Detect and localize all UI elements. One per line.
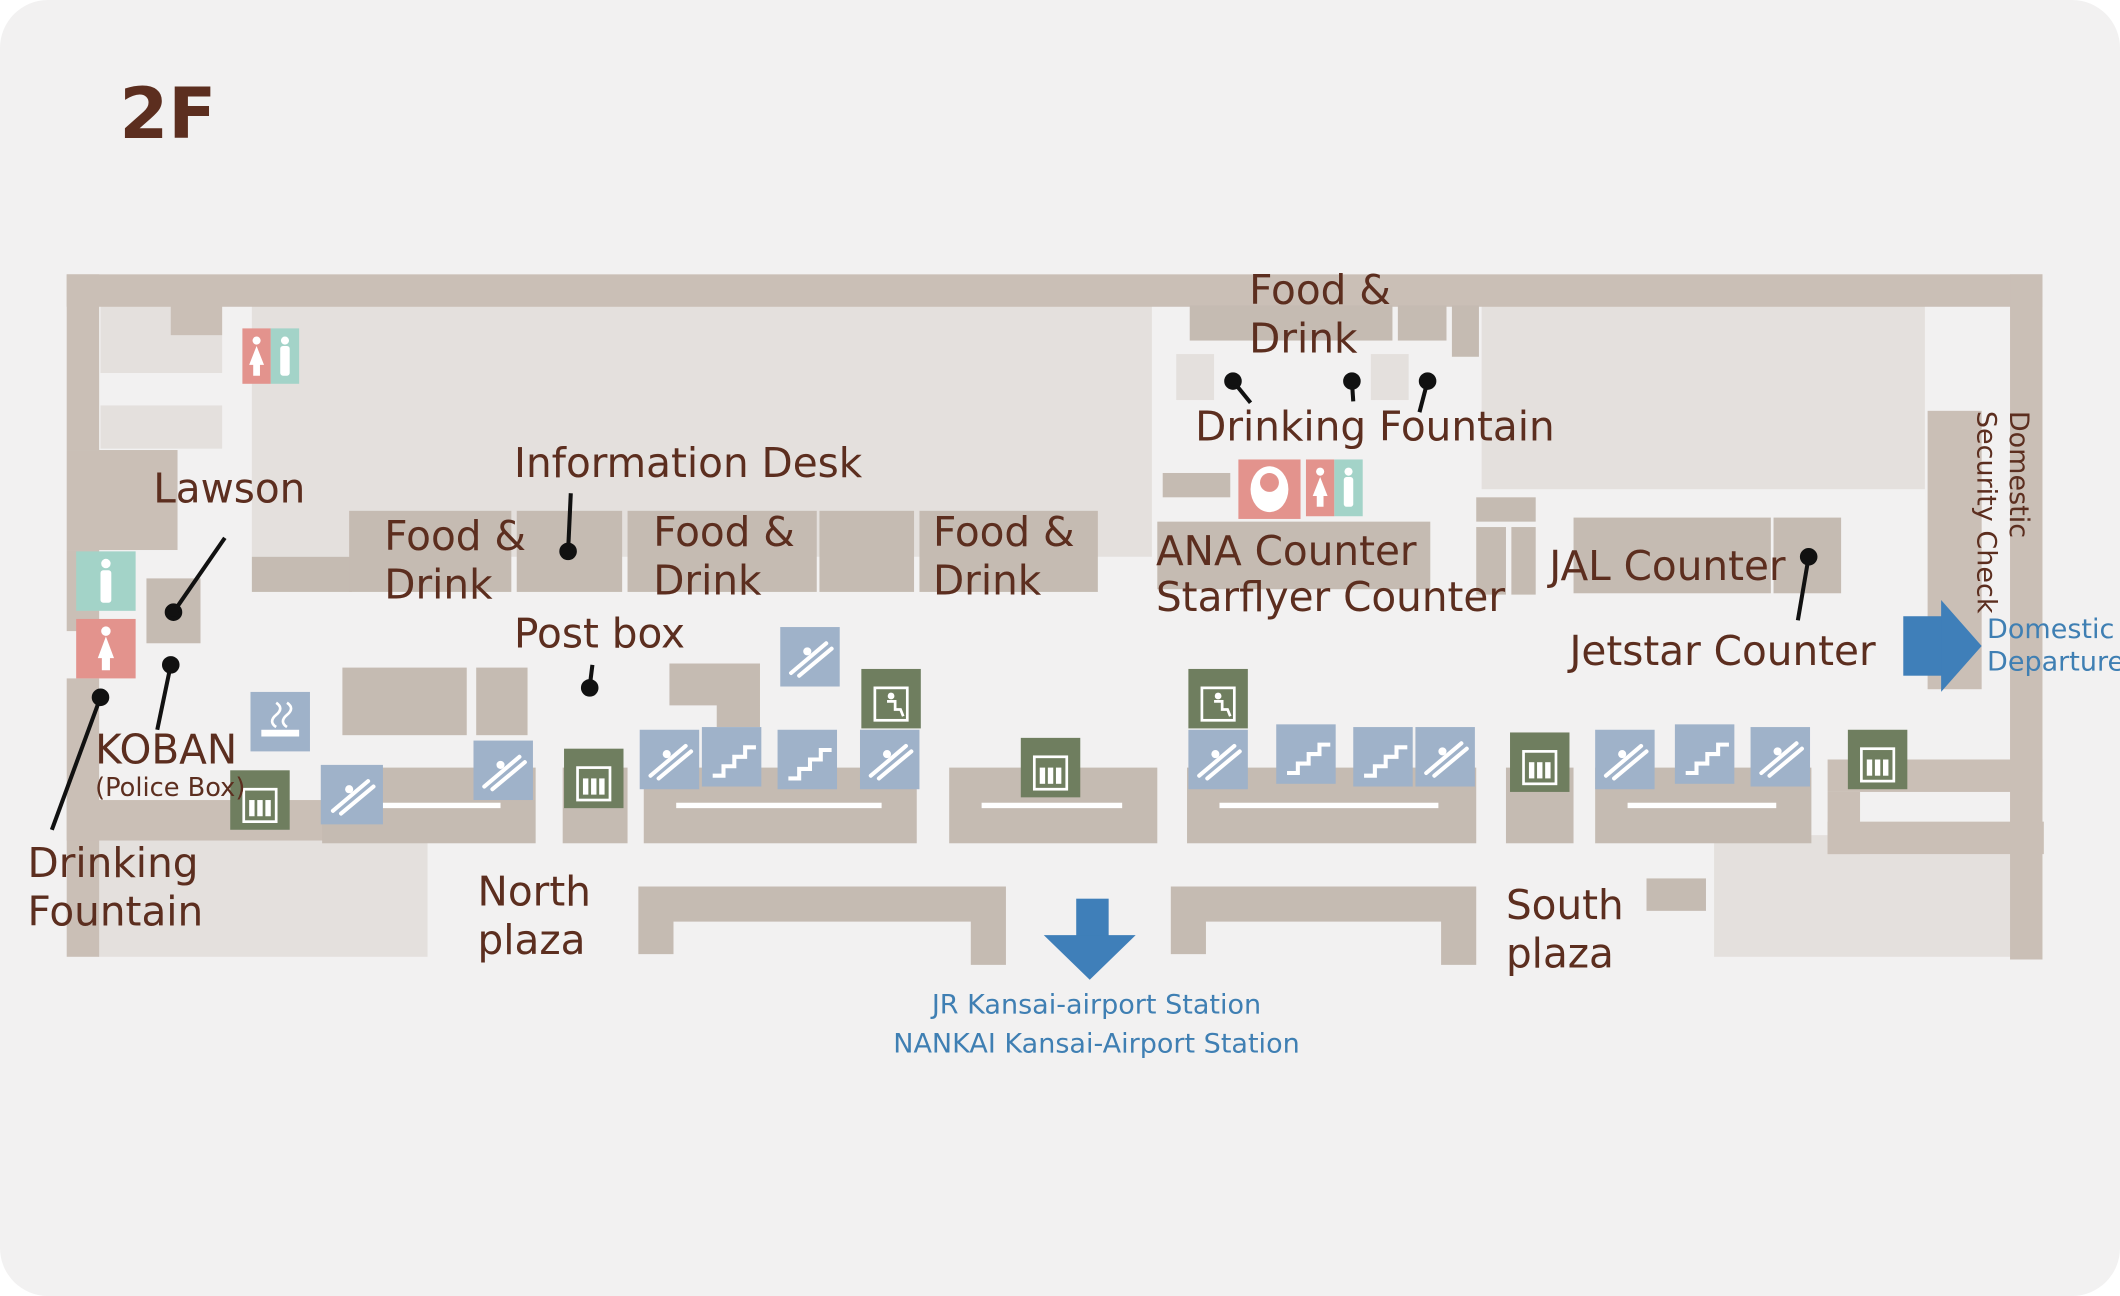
drinking-fountain-left-label[interactable]: Drinking Fountain bbox=[28, 839, 212, 936]
nankai-station-label[interactable]: NANKAI Kansai-Airport Station bbox=[893, 1029, 1300, 1060]
toilet-center bbox=[1238, 459, 1363, 519]
smoking-area-icon bbox=[250, 691, 310, 752]
domestic-departure-line1: Domestic bbox=[1987, 614, 2114, 645]
food-drink-top-line1: Food & bbox=[1249, 266, 1391, 314]
drinking-fountain-left-line1: Drinking bbox=[28, 839, 199, 887]
elevator-icon bbox=[230, 770, 290, 830]
north-plaza-line1: North bbox=[478, 867, 591, 915]
food-drink-1-label[interactable]: Food & Drink bbox=[384, 512, 539, 609]
starflyer-counter-label[interactable]: Starflyer Counter bbox=[1156, 573, 1505, 621]
koban-label[interactable]: KOBAN bbox=[95, 726, 237, 774]
north-plaza-label[interactable]: North plaza bbox=[478, 867, 604, 964]
stairs-glyphs bbox=[712, 742, 1729, 781]
food-drink-2-line1: Food & bbox=[653, 508, 795, 556]
elevator-people bbox=[249, 692, 1889, 817]
food-drink-1-line1: Food & bbox=[384, 512, 526, 560]
stairs-icon bbox=[1353, 727, 1413, 787]
light-areas bbox=[97, 305, 2012, 957]
domestic-departure-label[interactable]: Domestic Departure bbox=[1987, 614, 2120, 677]
information-desk-label[interactable]: Information Desk bbox=[514, 439, 863, 487]
elevator-glyphs bbox=[242, 686, 1896, 824]
lawson-label[interactable]: Lawson bbox=[153, 465, 305, 513]
jr-station-label[interactable]: JR Kansai-airport Station bbox=[930, 990, 1261, 1021]
food-drink-3-line2: Drink bbox=[933, 557, 1042, 605]
post-box-label[interactable]: Post box bbox=[514, 609, 685, 657]
domestic-departure-arrow[interactable] bbox=[1903, 600, 1982, 692]
escalator-glyphs bbox=[330, 641, 1804, 816]
security-check-label[interactable]: Domestic Security Check bbox=[1971, 411, 2034, 614]
north-plaza-line2: plaza bbox=[478, 916, 586, 964]
food-drink-3-line1: Food & bbox=[933, 508, 1075, 556]
pointer-markers bbox=[49, 372, 1818, 831]
security-check-line2: Security Check bbox=[1971, 411, 2002, 614]
food-drink-top-line2: Drink bbox=[1249, 315, 1358, 363]
blue-labels: Domestic Departure JR Kansai-airport Sta… bbox=[893, 614, 2120, 1060]
stairs-icon bbox=[701, 727, 762, 787]
stairs-icon bbox=[1674, 724, 1735, 784]
south-plaza-label[interactable]: South plaza bbox=[1506, 881, 1637, 978]
south-plaza-line2: plaza bbox=[1506, 930, 1614, 978]
ana-counter-label[interactable]: ANA Counter bbox=[1156, 527, 1417, 575]
floor-title: 2F bbox=[119, 73, 216, 155]
jr-station-arrow bbox=[1043, 898, 1136, 980]
south-plaza-line1: South bbox=[1506, 881, 1624, 929]
shop-blocks bbox=[146, 305, 1842, 911]
drinking-fountain-top-label[interactable]: Drinking Fountain bbox=[1195, 403, 1555, 451]
jetstar-counter-label[interactable]: Jetstar Counter bbox=[1566, 627, 1875, 675]
escalator-person-dots bbox=[345, 647, 1782, 794]
stairs-icons bbox=[701, 724, 1735, 790]
food-drink-1-line2: Drink bbox=[384, 561, 493, 609]
food-drink-2-label[interactable]: Food & Drink bbox=[653, 508, 808, 605]
stairs-icon bbox=[777, 729, 838, 790]
drinking-fountain-left-line2: Fountain bbox=[28, 888, 204, 936]
toilet-top-left bbox=[242, 328, 300, 384]
toilet-left bbox=[76, 551, 136, 679]
koban-sub-label: (Police Box) bbox=[95, 773, 245, 803]
jal-counter-label[interactable]: JAL Counter bbox=[1546, 542, 1786, 590]
food-drink-2-line2: Drink bbox=[653, 557, 762, 605]
stairs-icon bbox=[1276, 724, 1336, 784]
domestic-departure-line2: Departure bbox=[1987, 646, 2120, 677]
food-drink-top-label[interactable]: Food & Drink bbox=[1249, 266, 1404, 363]
security-check-line1: Domestic bbox=[2003, 411, 2034, 538]
map-labels: Lawson Information Desk Food & Drink Foo… bbox=[28, 266, 2035, 978]
food-drink-3-label[interactable]: Food & Drink bbox=[933, 508, 1088, 605]
platform-lines bbox=[349, 802, 1777, 809]
